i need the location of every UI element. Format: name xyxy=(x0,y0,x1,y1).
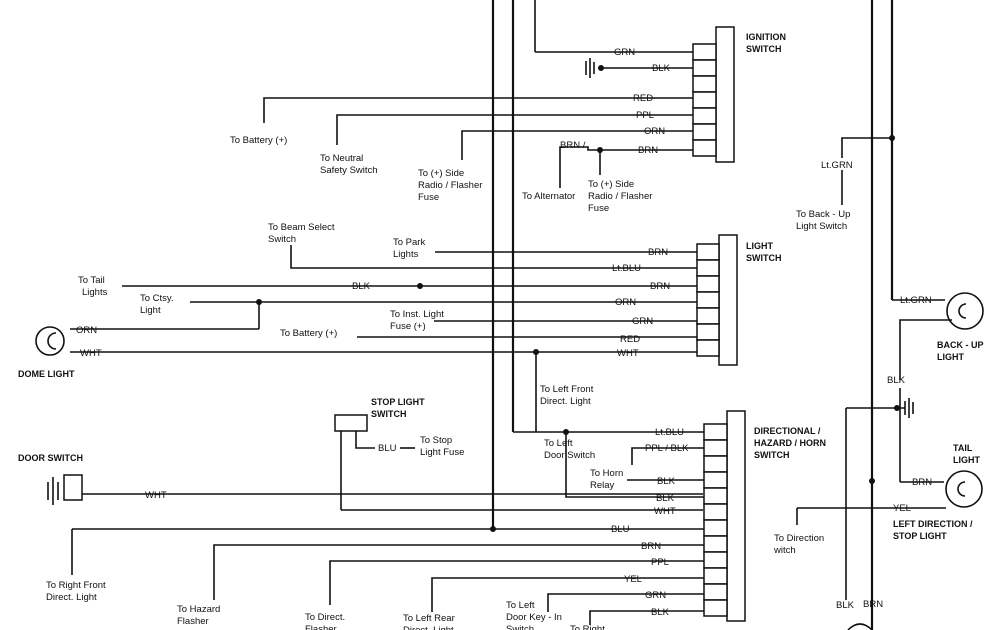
wire-label-brn-4: BRN xyxy=(641,541,661,552)
wire-label-brn-5: BRN xyxy=(912,477,932,488)
door-switch-label: DOOR SWITCH xyxy=(18,453,83,463)
wire-label-blk: BLK xyxy=(652,63,671,74)
wire-label-wht-3: WHT xyxy=(145,490,167,501)
wire-label-blk-6: BLK xyxy=(887,375,906,386)
wire-label-yel-2: YEL xyxy=(893,503,911,514)
wire-label-blk-3: BLK xyxy=(657,476,676,487)
bottom-brn-label: BRN xyxy=(863,599,883,610)
wire-label-wht-4: WHT xyxy=(654,506,676,517)
wire-label-yel: YEL xyxy=(624,574,642,585)
label-to-alternator: To Alternator xyxy=(522,191,575,202)
dome-light-label: DOME LIGHT xyxy=(18,369,75,379)
wire-label-ltgrn: Lt.GRN xyxy=(821,160,853,171)
wire-label-grn: GRN xyxy=(614,47,635,58)
wire-label-ltblu-2: Lt.BLU xyxy=(655,427,684,438)
wire-label-brn-2: BRN xyxy=(648,247,668,258)
ignition-wires: GRN BLK RED PPL ORN BRN BRN / xyxy=(263,47,693,188)
label-to-left-rear: To Left RearDirect. Light xyxy=(403,613,455,630)
wire-label-ltgrn-2: Lt.GRN xyxy=(900,295,932,306)
wire-label-grn-3: GRN xyxy=(645,590,666,601)
label-to-battery-1: To Battery (+) xyxy=(230,135,287,146)
wire-label-ppl-blk: PPL / BLK xyxy=(645,443,689,454)
wire-label-orn-2: ORN xyxy=(615,297,636,308)
light-switch-wires: BRN Lt.BLU BLK BRN ORN GRN RED WHT ORN W… xyxy=(70,245,697,359)
wire-label-ppl: PPL xyxy=(636,110,654,121)
wire-label-blk-5: BLK xyxy=(651,607,670,618)
door-switch: DOOR SWITCH WHT xyxy=(18,453,703,505)
directional-wires: Lt.BLU PPL / BLK BLK BLK WHT BLU BRN PPL… xyxy=(71,352,704,625)
wire-label-wht: WHT xyxy=(617,348,639,359)
wire-label-blu-2: BLU xyxy=(611,524,630,535)
wire-label-ltblu: Lt.BLU xyxy=(612,263,641,274)
left-direction-label: LEFT DIRECTION /STOP LIGHT xyxy=(893,519,973,541)
wire-label-brn-wht: BRN / xyxy=(560,140,586,151)
wire-label-brn: BRN xyxy=(638,145,658,156)
wire-label-wht-2: WHT xyxy=(80,348,102,359)
bottom-blk-label: BLK xyxy=(836,600,855,611)
wire-label-red: RED xyxy=(633,93,653,104)
wire-label-red-2: RED xyxy=(620,334,640,345)
label-to-battery-2: To Battery (+) xyxy=(280,328,337,339)
dome-light: DOME LIGHT xyxy=(18,326,75,379)
wire-label-blk-4: BLK xyxy=(656,493,675,504)
wire-label-grn-2: GRN xyxy=(632,316,653,327)
wire-label-ppl-2: PPL xyxy=(651,557,669,568)
wire-label-orn-3: ORN xyxy=(76,325,97,336)
label-to-ctsy-light: To Ctsy.Light xyxy=(140,293,174,316)
wire-label-brn-3: BRN xyxy=(650,281,670,292)
wire-label-blu: BLU xyxy=(378,443,397,454)
wire-label-orn: ORN xyxy=(644,126,665,137)
wire-label-blk-2: BLK xyxy=(352,281,371,292)
label-to-right: To Right xyxy=(570,624,605,630)
label-to-direct-flasher: To Direct.Flasher xyxy=(305,612,345,630)
